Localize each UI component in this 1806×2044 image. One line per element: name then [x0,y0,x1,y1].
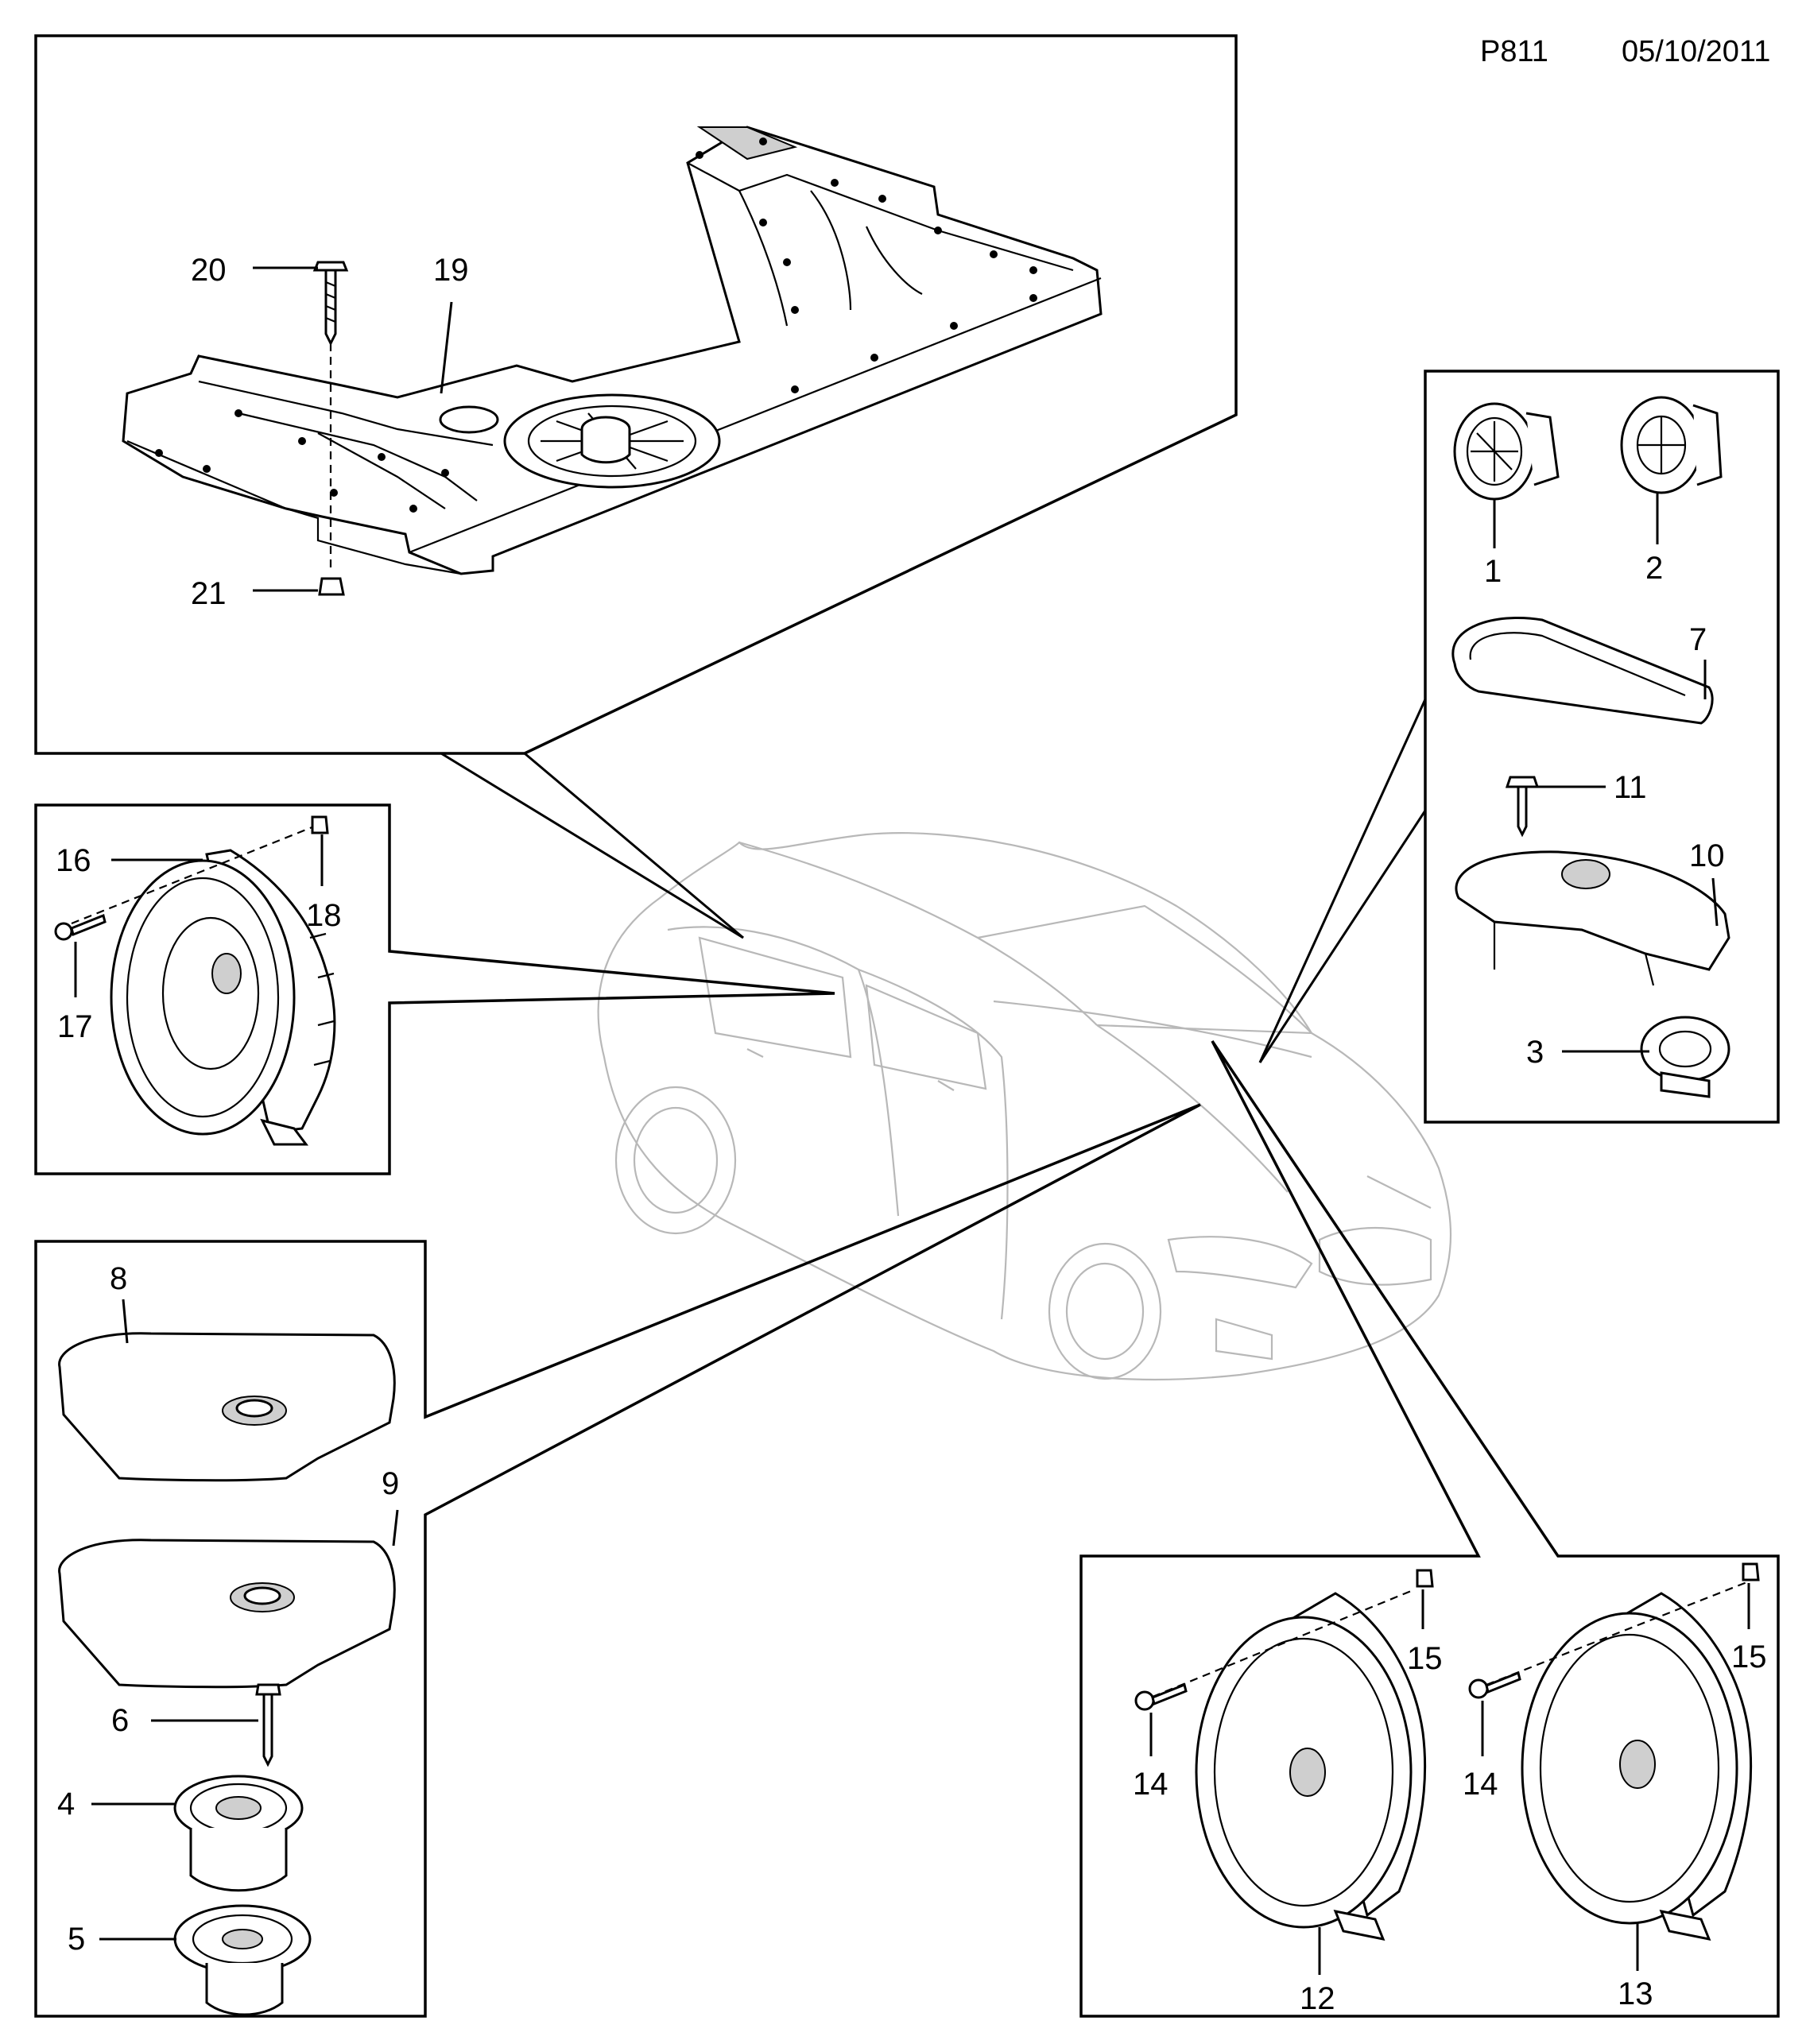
callout-14-right: 14 [1463,1767,1498,1802]
door-screw-axis-13 [1486,1580,1750,1686]
bolt-20 [312,261,349,346]
leader-subwoofer-b [524,752,744,939]
screw-17 [54,913,107,941]
callout-7: 7 [1689,622,1707,657]
callout-8: 8 [110,1261,127,1296]
callout-1: 1 [1484,554,1502,589]
callout-13: 13 [1618,1976,1653,2011]
nut-21 [318,577,345,596]
callout-2: 2 [1645,551,1663,586]
callout-4: 4 [57,1787,75,1821]
screw-11 [1505,776,1540,838]
door-speaker-12 [1195,1592,1427,1941]
callout-12: 12 [1300,1981,1335,2016]
callout-10: 10 [1689,838,1725,873]
dash-grille-8 [58,1332,396,1482]
door-screw-axis-left [71,825,315,925]
callout-6: 6 [111,1703,129,1738]
tweeter-grille-7 [1451,617,1714,725]
screw-14-right [1468,1670,1521,1699]
door-screw-axis-12 [1152,1588,1416,1698]
dash-grille-9 [58,1539,396,1689]
leader-subwoofer-a [440,752,744,939]
leader-tweeter-b [1258,810,1427,1063]
frame-door-speakers-right [1079,1040,1780,2018]
subwoofer-enclosure [122,126,1103,575]
frame-dash-speaker [34,1103,1201,2018]
callout-15-left: 15 [1407,1641,1443,1676]
dash-speaker-5 [173,1904,312,2016]
diagram-date: 05/10/2011 [1622,35,1771,68]
callout-19: 19 [433,253,469,288]
screw-14-left [1134,1682,1188,1711]
callout-20: 20 [191,253,227,288]
callout-5: 5 [68,1922,85,1957]
leader-tweeter-a [1258,699,1427,1063]
callout-16: 16 [56,843,91,878]
clip-18 [311,815,329,834]
callout-17: 17 [57,1009,93,1044]
callout-15-right: 15 [1731,1639,1767,1674]
callout-leaders [74,266,1750,1975]
page-code: P811 [1480,35,1548,68]
callout-21: 21 [191,576,227,611]
clip-15-right [1742,1562,1760,1581]
vehicle-outline [597,832,1452,1380]
tweeter-bracket-10 [1455,850,1730,986]
screw-6 [255,1683,281,1767]
tweeter-1 [1453,402,1560,501]
door-speaker-13 [1521,1592,1753,1941]
tweeter-2 [1620,396,1723,494]
callout-11: 11 [1614,770,1647,805]
dash-speaker-4 [173,1775,304,1892]
callout-14-left: 14 [1133,1767,1168,1802]
clip-15-left [1416,1569,1434,1588]
callout-9: 9 [382,1466,399,1501]
frame-door-speaker-left [34,803,835,1175]
tweeter-3 [1640,1016,1730,1098]
callout-18: 18 [306,898,342,933]
frame-tweeter [1424,370,1780,1124]
door-speaker-front-left [110,849,336,1146]
callout-3: 3 [1526,1035,1544,1070]
